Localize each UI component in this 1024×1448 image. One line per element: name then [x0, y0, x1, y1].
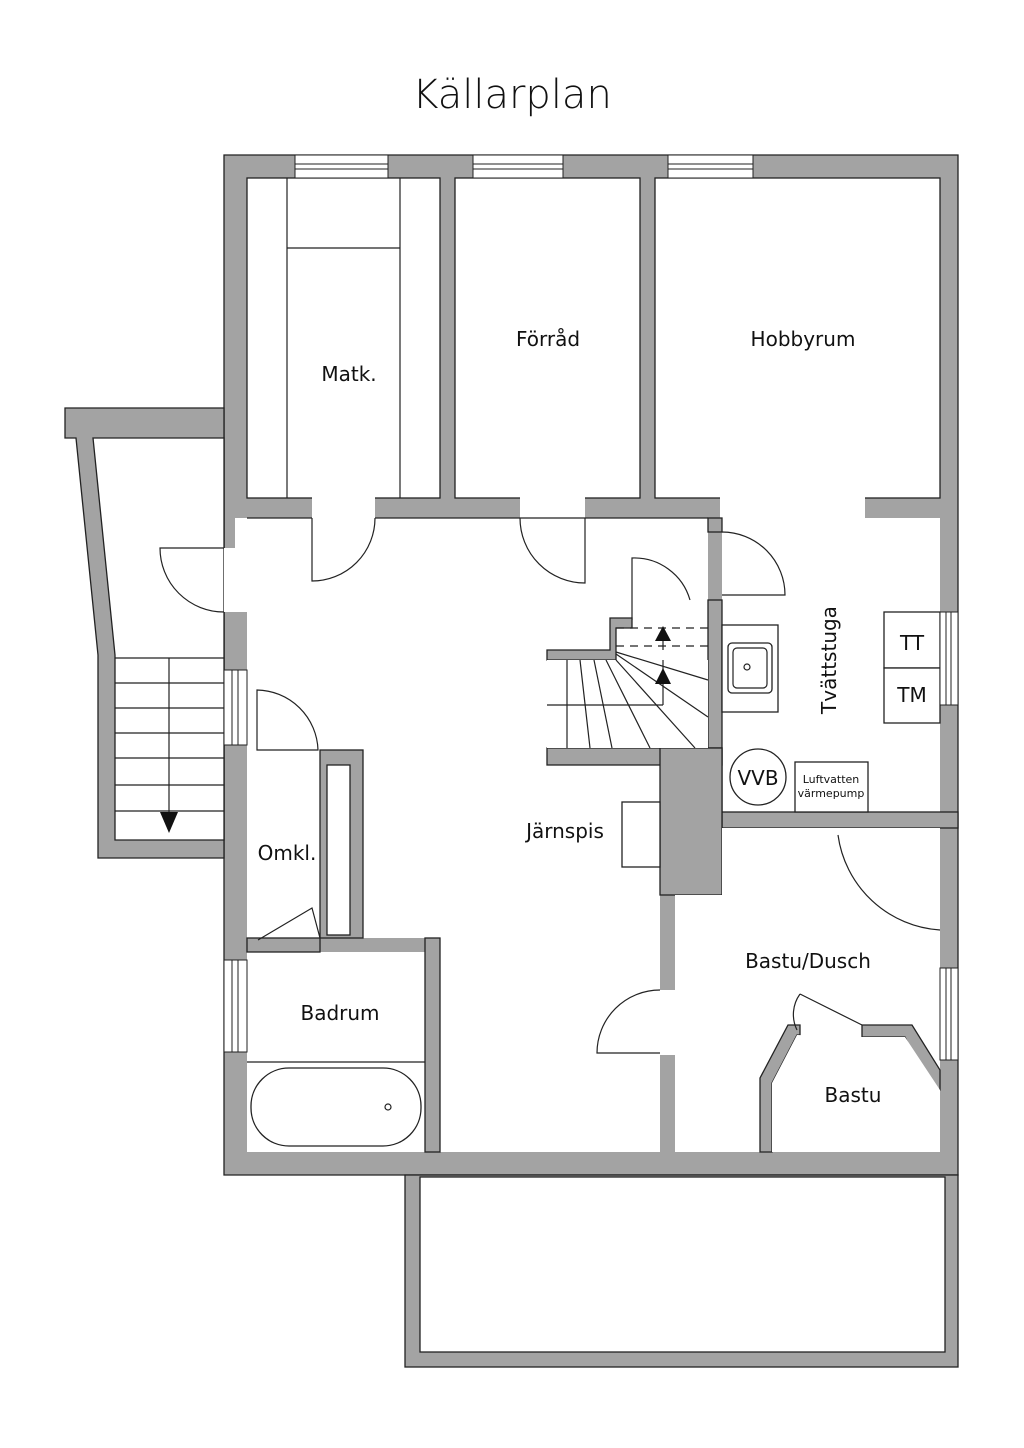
stairs-left: [115, 657, 224, 833]
room-label-bastu-dusch: Bastu/Dusch: [745, 949, 871, 973]
arrow-up-icon: [655, 626, 671, 641]
tm-label: TM: [896, 683, 926, 707]
arrow-down-icon: [160, 812, 178, 833]
room-hobbyrum: [654, 177, 941, 499]
room-label-matk: Matk.: [321, 362, 376, 386]
room-forrad: [454, 177, 641, 499]
plan-title: Källarplan: [412, 72, 612, 118]
inner-stairs: [546, 617, 723, 896]
arrow-up-icon: [655, 668, 671, 684]
tt-box: [883, 611, 941, 669]
room-label-badrum: Badrum: [300, 1001, 379, 1025]
stairwell: [92, 437, 225, 841]
room-bastu: [772, 1035, 940, 1152]
room-label-tvattstuga: Tvättstuga: [817, 606, 841, 715]
room-label-omkl: Omkl.: [258, 841, 317, 865]
vvb-tank: [729, 748, 787, 806]
windows: [223, 154, 959, 1061]
bathtub: [250, 1067, 422, 1147]
jarnspis-box: [621, 801, 661, 868]
heatpump-label-1: Luftvatten: [803, 773, 860, 786]
room-label-jarnspis: Järnspis: [524, 819, 604, 843]
heatpump-box: [794, 761, 869, 813]
vvb-label: VVB: [737, 766, 778, 790]
room-label-bastu: Bastu: [825, 1083, 882, 1107]
heatpump-label-2: värmepump: [798, 787, 865, 800]
tt-label: TT: [899, 631, 925, 655]
room-matk: [246, 177, 441, 499]
bottom-annex-room: [419, 1176, 946, 1353]
room-label-hobbyrum: Hobbyrum: [751, 327, 856, 351]
room-omkl: [247, 690, 320, 940]
room-label-forrad: Förråd: [516, 327, 580, 351]
